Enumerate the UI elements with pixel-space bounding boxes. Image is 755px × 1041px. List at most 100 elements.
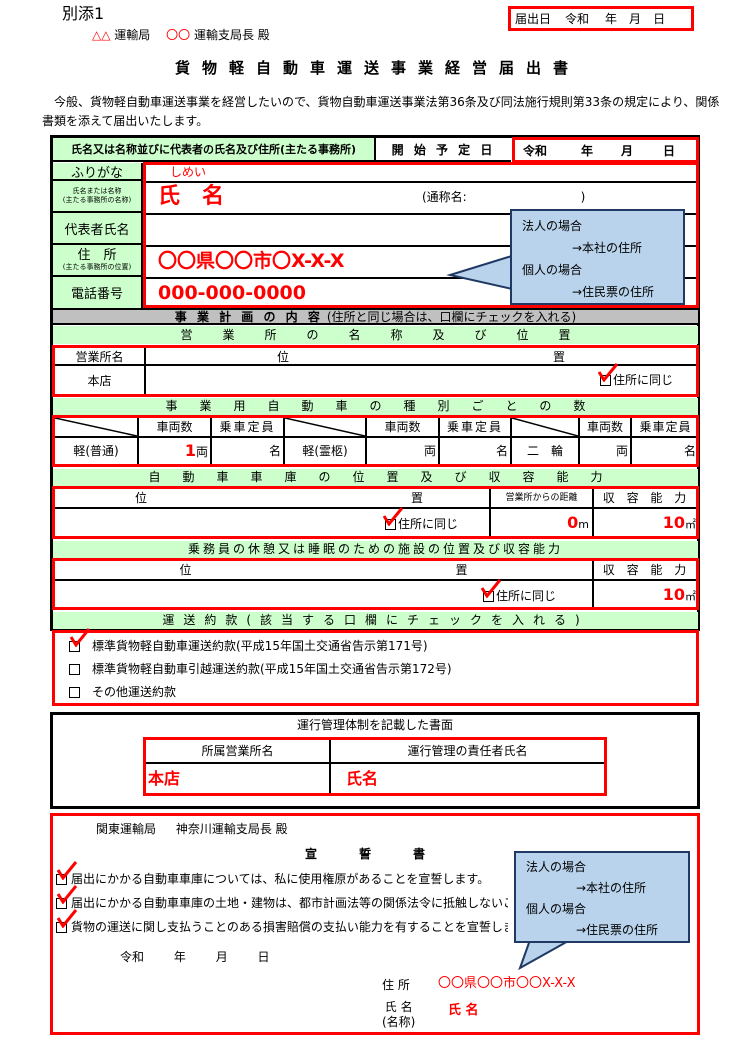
management-office-col: 所属営業所名 bbox=[201, 744, 274, 758]
row-divider bbox=[146, 762, 604, 764]
page-title: 貨物軽自動車運送事業経営届出書 bbox=[174, 59, 580, 77]
callout-line: →本社の住所 bbox=[572, 241, 643, 255]
alias-field[interactable]: (通称名: ) bbox=[422, 190, 586, 204]
submission-year: 年 bbox=[605, 12, 618, 26]
col-divider bbox=[283, 418, 285, 464]
branch-prefix: 〇〇 bbox=[166, 28, 191, 42]
oath-item[interactable]: 届出にかかる自動車車庫については、私に使用権原があることを宣誓します。 bbox=[56, 870, 508, 888]
diagonal-line bbox=[285, 418, 365, 436]
vehicle-count-field[interactable]: 1両 bbox=[184, 441, 208, 460]
row-divider bbox=[143, 245, 698, 247]
vehicle-count-field[interactable]: 両 bbox=[615, 444, 628, 458]
rep-field[interactable] bbox=[146, 216, 496, 242]
callout-bottom-tail bbox=[518, 940, 573, 970]
callout-line: 法人の場合 bbox=[526, 860, 587, 874]
col-divider bbox=[438, 418, 440, 464]
diagonal-line bbox=[55, 418, 137, 436]
phone-label: 電話番号 bbox=[53, 277, 143, 308]
management-title: 運行管理体制を記載した書面 bbox=[296, 718, 453, 732]
office-name-field[interactable]: 本店 bbox=[55, 366, 146, 394]
checkmark-icon bbox=[382, 507, 404, 526]
callout-line: →本社の住所 bbox=[576, 881, 647, 895]
garage-capacity-field[interactable]: 10㎡ bbox=[662, 513, 696, 532]
start-era: 令和 bbox=[523, 143, 548, 158]
bureau-prefix: △△ bbox=[92, 28, 111, 42]
oath-date[interactable]: 令和 年 月 日 bbox=[120, 950, 270, 964]
applicant-section-label: 氏名又は名称並びに代表者の氏名及び住所(主たる事務所) bbox=[53, 138, 376, 162]
callout-line: 個人の場合 bbox=[522, 263, 583, 277]
oath-section bbox=[50, 813, 700, 1035]
rest-capacity-field[interactable]: 10㎡ bbox=[662, 585, 696, 604]
vehicle-count-field[interactable]: 両 bbox=[423, 444, 436, 458]
terms-item[interactable]: 標準貨物軽自動車運送約款(平成15年国土交通省告示第171号) bbox=[69, 636, 428, 656]
vehicle-capacity-header: 乗車定員 bbox=[639, 420, 692, 434]
management-manager-col: 運行管理の責任者氏名 bbox=[407, 744, 528, 758]
checkmark-icon bbox=[69, 628, 91, 647]
garage-distance-field[interactable]: 0m bbox=[567, 513, 589, 532]
office-name-col: 営業所名 bbox=[55, 348, 146, 366]
terms-list: 標準貨物軽自動車運送約款(平成15年国土交通省告示第171号) 標準貨物軽自動車… bbox=[52, 628, 699, 706]
garage-table: 位 置 営業所からの距離 収 容 能 力 住所に同じ 0m 10㎡ bbox=[52, 486, 699, 539]
terms-header: 運送約款(該当する口欄にチェックを入れる) bbox=[53, 612, 698, 629]
vehicle-type-name: 軽(普通) bbox=[73, 444, 119, 458]
garage-same-address-checkbox[interactable] bbox=[385, 519, 396, 530]
rest-same-address[interactable]: 住所に同じ bbox=[483, 588, 556, 604]
col-divider bbox=[630, 418, 632, 464]
rest-same-address-checkbox[interactable] bbox=[483, 591, 494, 602]
office-same-address-checkbox[interactable] bbox=[600, 375, 611, 386]
plan-header: 事 業 計 画 の 内 容 (住所と同じ場合は、口欄にチェックを入れる) bbox=[53, 310, 698, 325]
terms-item[interactable]: その他運送約款 bbox=[69, 682, 176, 702]
garage-capacity-col: 収 容 能 力 bbox=[602, 491, 691, 505]
garage-location-col: 位 置 bbox=[135, 491, 504, 505]
bureau-name: 運輸局 bbox=[114, 28, 151, 42]
name-field[interactable]: 氏 名 bbox=[158, 184, 225, 209]
col-divider bbox=[137, 418, 139, 464]
rest-capacity-col: 収 容 能 力 bbox=[602, 563, 691, 577]
submission-date[interactable]: 届出日 令和 年 月 日 bbox=[508, 6, 694, 31]
vehicle-type-name: 二 輪 bbox=[526, 444, 563, 458]
management-table: 所属営業所名 運行管理の責任者氏名 本店 氏名 bbox=[143, 737, 607, 796]
furigana-field[interactable]: しめい bbox=[170, 165, 207, 179]
start-date-label: 開 始 予 定 日 bbox=[376, 138, 511, 162]
checkmark-icon bbox=[56, 861, 78, 880]
vehicles-table: 車両数 乗車定員 軽(普通) 1両 名 車両数 乗車定員 軽(霊柩) 両 名 車… bbox=[52, 415, 699, 467]
terms-checkbox[interactable] bbox=[69, 687, 80, 698]
management-office-field[interactable]: 本店 bbox=[148, 769, 181, 788]
vehicle-count-header: 車両数 bbox=[384, 420, 421, 434]
oath-address-label: 住 所 bbox=[382, 978, 410, 992]
management-manager-field[interactable]: 氏名 bbox=[346, 769, 379, 788]
submission-date-label: 届出日 bbox=[515, 12, 552, 26]
vehicle-capacity-field[interactable]: 名 bbox=[683, 444, 696, 458]
col-divider bbox=[365, 418, 367, 464]
garage-same-address[interactable]: 住所に同じ bbox=[385, 516, 458, 532]
start-month: 月 bbox=[621, 143, 634, 158]
vehicle-capacity-header: 乗車定員 bbox=[446, 420, 503, 434]
row-divider bbox=[143, 181, 698, 183]
phone-field[interactable]: 000-000-0000 bbox=[158, 282, 306, 304]
vehicle-capacity-field[interactable]: 名 bbox=[495, 444, 508, 458]
oath-item[interactable]: 届出にかかる自動車車庫の土地・建物は、都市計画法等の関係法令に抵触しないことを宣… bbox=[56, 894, 508, 912]
start-date-field[interactable]: 令和 年 月 日 bbox=[512, 137, 699, 163]
submission-month: 月 bbox=[629, 12, 642, 26]
garage-distance-col: 営業所からの距離 bbox=[505, 493, 578, 503]
col-divider bbox=[489, 489, 491, 536]
furigana-label: ふりがな bbox=[53, 163, 143, 181]
rest-table: 位 置 収 容 能 力 住所に同じ 10㎡ bbox=[52, 558, 699, 610]
start-day: 日 bbox=[663, 143, 676, 158]
oath-name-label: 氏 名 (名称) bbox=[382, 1000, 416, 1029]
diagonal-line bbox=[512, 418, 578, 436]
terms-checkbox[interactable] bbox=[69, 664, 80, 675]
office-same-address[interactable]: 住所に同じ bbox=[600, 372, 673, 388]
terms-item[interactable]: 標準貨物軽自動車引越運送約款(平成15年国土交通省告示第172号) bbox=[69, 659, 452, 679]
garage-header: 自動車車庫の位置及び収容能力 bbox=[53, 469, 698, 486]
intro-text: 今般、貨物軽自動車運送事業を経営したいので、貨物自動車運送事業法第36条及び同法… bbox=[42, 95, 720, 128]
address-field[interactable]: 〇〇県〇〇市〇X-X-X bbox=[158, 250, 345, 272]
vehicles-header: 事業用自動車の種別ごとの数 bbox=[53, 398, 698, 415]
oath-name-field[interactable]: 氏 名 bbox=[448, 1003, 479, 1018]
row-divider bbox=[143, 213, 698, 215]
oath-item[interactable]: 貨物の運送に関し支払うことのある損害賠償の支払い能力を有することを宣誓します。 bbox=[56, 918, 508, 936]
callout-line: 個人の場合 bbox=[526, 902, 587, 916]
vehicle-capacity-field[interactable]: 名 bbox=[268, 444, 281, 458]
oath-title: 宣 誓 書 bbox=[305, 847, 432, 861]
oath-address-field[interactable]: 〇〇県〇〇市〇〇X-X-X bbox=[438, 976, 576, 991]
